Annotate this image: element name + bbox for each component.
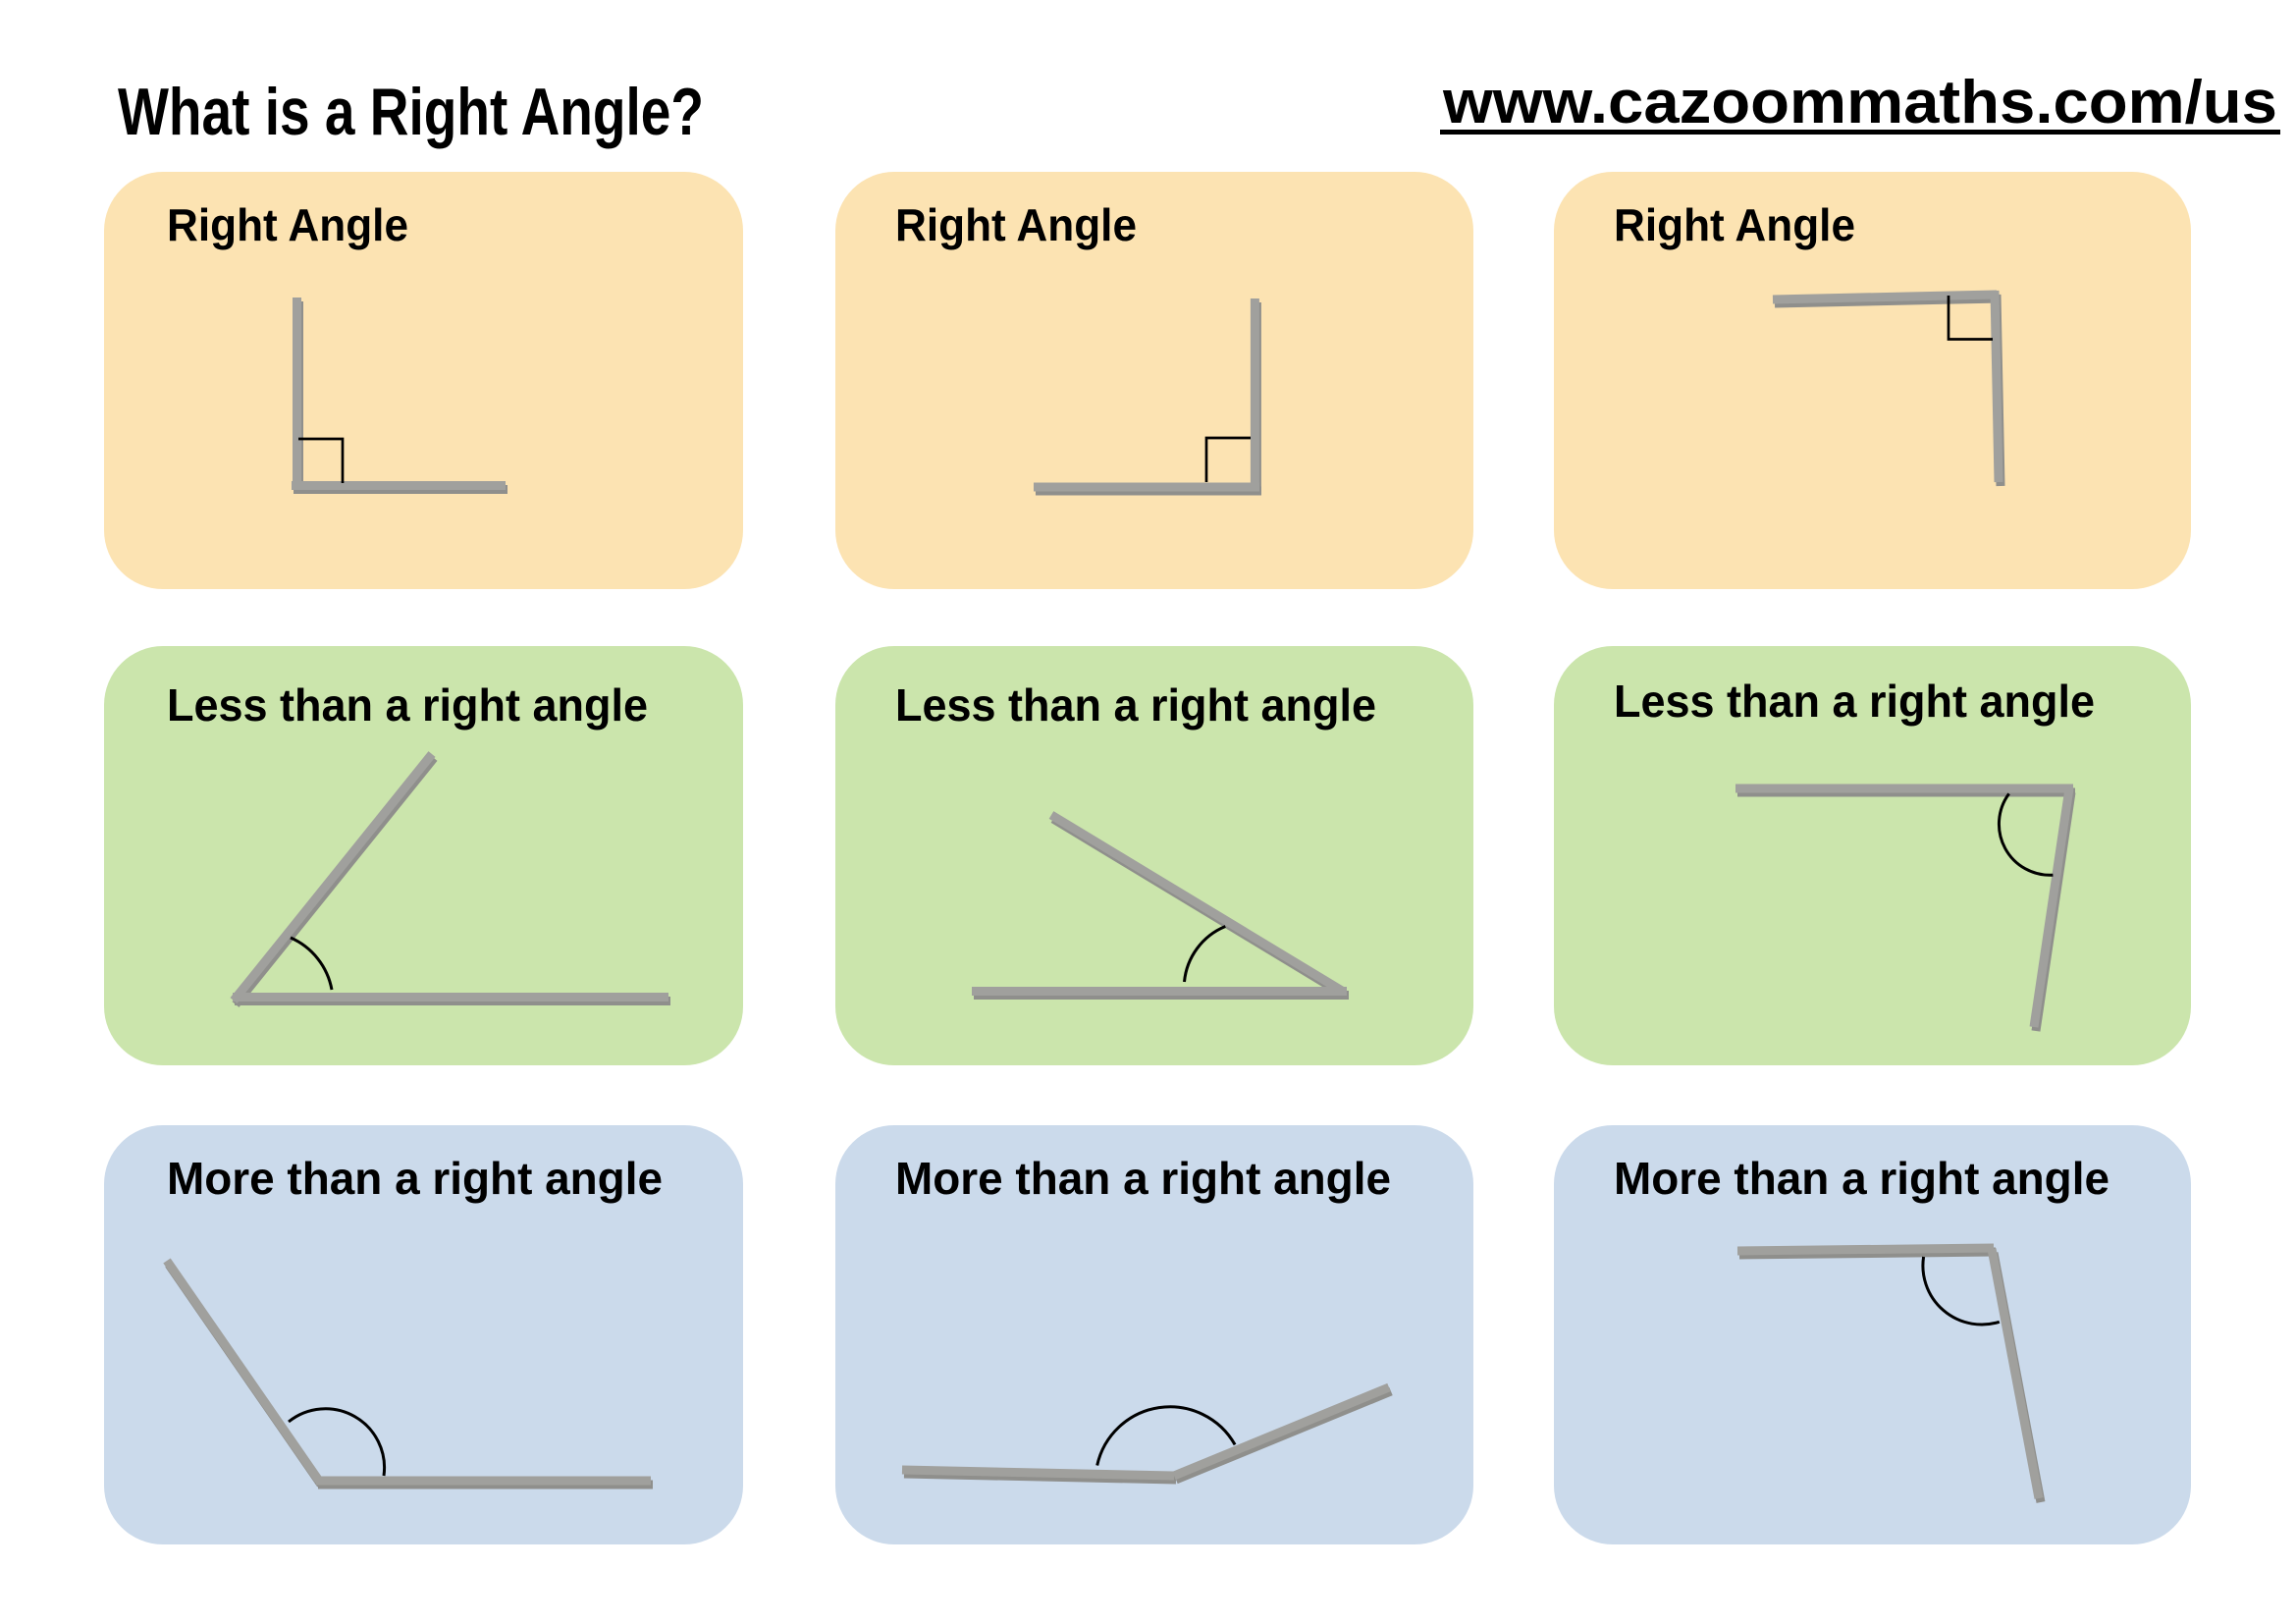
svg-text:Right Angle: Right Angle — [167, 199, 408, 250]
svg-text:More than a right angle: More than a right angle — [1614, 1153, 2109, 1204]
svg-text:Less than a right angle: Less than a right angle — [1614, 676, 2095, 727]
svg-text:Right Angle: Right Angle — [1614, 199, 1855, 250]
svg-text:www.cazoommaths.com/us: www.cazoommaths.com/us — [1442, 69, 2277, 136]
svg-text:Right Angle: Right Angle — [895, 199, 1137, 250]
svg-text:What is a Right Angle?: What is a Right Angle? — [118, 75, 704, 149]
svg-text:More than a right angle: More than a right angle — [167, 1153, 663, 1204]
svg-text:More than a right angle: More than a right angle — [895, 1153, 1391, 1204]
svg-text:Less than a right angle: Less than a right angle — [167, 679, 648, 731]
svg-text:Less than a right angle: Less than a right angle — [895, 679, 1376, 731]
